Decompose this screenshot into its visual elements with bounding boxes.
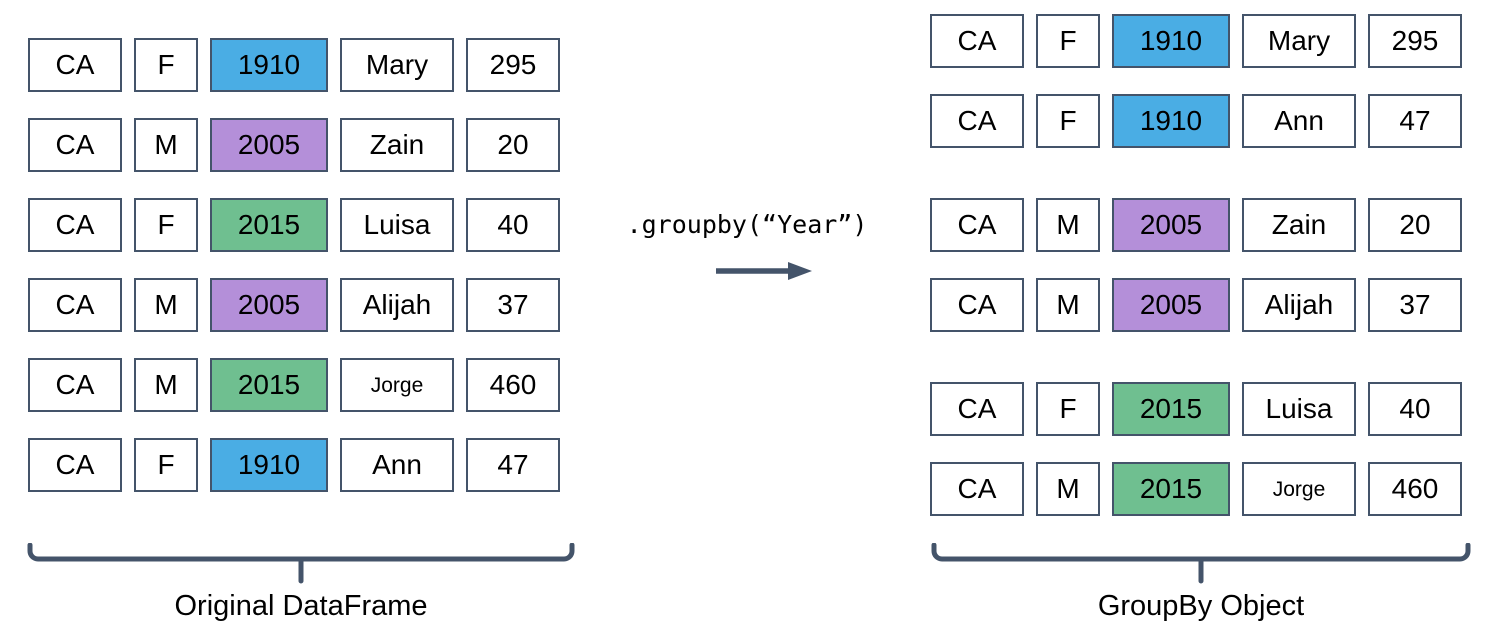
state-cell: CA: [28, 278, 122, 332]
year-cell: 2005: [1112, 278, 1230, 332]
year-cell: 1910: [210, 38, 328, 92]
count-cell: 20: [1368, 198, 1462, 252]
right-arrow-icon: [716, 262, 812, 280]
name-cell: Mary: [340, 38, 454, 92]
name-cell: Luisa: [340, 198, 454, 252]
sex-cell: M: [134, 118, 198, 172]
count-cell: 295: [466, 38, 560, 92]
count-cell: 295: [1368, 14, 1462, 68]
sex-cell: F: [1036, 14, 1100, 68]
count-cell: 40: [1368, 382, 1462, 436]
count-cell: 37: [1368, 278, 1462, 332]
count-cell: 40: [466, 198, 560, 252]
state-cell: CA: [28, 358, 122, 412]
year-group-2015: CA F 2015 Luisa 40 CA M 2015 Jorge 460: [930, 382, 1462, 516]
name-cell: Jorge: [340, 358, 454, 412]
name-cell: Zain: [1242, 198, 1356, 252]
name-cell: Jorge: [1242, 462, 1356, 516]
sex-cell: F: [134, 38, 198, 92]
state-cell: CA: [930, 198, 1024, 252]
table-row: CA M 2015 Jorge 460: [28, 358, 560, 412]
sex-cell: M: [1036, 198, 1100, 252]
table-row: CA F 2015 Luisa 40: [930, 382, 1462, 436]
count-cell: 47: [1368, 94, 1462, 148]
count-cell: 460: [466, 358, 560, 412]
table-row: CA M 2005 Zain 20: [930, 198, 1462, 252]
year-group-1910: CA F 1910 Mary 295 CA F 1910 Ann 47: [930, 14, 1462, 148]
left-table-caption: Original DataFrame: [174, 590, 428, 622]
table-row: CA M 2015 Jorge 460: [930, 462, 1462, 516]
sex-cell: M: [1036, 278, 1100, 332]
count-cell: 20: [466, 118, 560, 172]
year-cell: 1910: [1112, 94, 1230, 148]
sex-cell: M: [1036, 462, 1100, 516]
year-cell: 2005: [210, 118, 328, 172]
state-cell: CA: [930, 462, 1024, 516]
sex-cell: F: [1036, 382, 1100, 436]
state-cell: CA: [930, 278, 1024, 332]
year-cell: 1910: [210, 438, 328, 492]
year-cell: 2015: [1112, 462, 1230, 516]
count-cell: 37: [466, 278, 560, 332]
sex-cell: F: [1036, 94, 1100, 148]
state-cell: CA: [28, 438, 122, 492]
year-cell: 2015: [1112, 382, 1230, 436]
name-cell: Alijah: [1242, 278, 1356, 332]
count-cell: 47: [466, 438, 560, 492]
state-cell: CA: [930, 14, 1024, 68]
groupby-code-label: .groupby(“Year”): [626, 210, 868, 239]
sex-cell: F: [134, 198, 198, 252]
state-cell: CA: [28, 118, 122, 172]
name-cell: Zain: [340, 118, 454, 172]
left-underbrace: [27, 543, 575, 584]
table-row: CA M 2005 Alijah 37: [28, 278, 560, 332]
right-table-caption: GroupBy Object: [1097, 590, 1305, 622]
name-cell: Ann: [1242, 94, 1356, 148]
year-cell: 1910: [1112, 14, 1230, 68]
year-group-2005: CA M 2005 Zain 20 CA M 2005 Alijah 37: [930, 198, 1462, 332]
table-row: CA F 1910 Ann 47: [930, 94, 1462, 148]
year-cell: 2015: [210, 358, 328, 412]
sex-cell: M: [134, 358, 198, 412]
groupby-object-table: CA F 1910 Mary 295 CA F 1910 Ann 47 CA M…: [930, 14, 1462, 516]
table-row: CA F 1910 Mary 295: [28, 38, 560, 92]
table-row: CA M 2005 Alijah 37: [930, 278, 1462, 332]
state-cell: CA: [28, 198, 122, 252]
sex-cell: M: [134, 278, 198, 332]
state-cell: CA: [28, 38, 122, 92]
original-dataframe-table: CA F 1910 Mary 295 CA M 2005 Zain 20 CA …: [28, 38, 560, 518]
year-cell: 2005: [210, 278, 328, 332]
table-row: CA F 1910 Ann 47: [28, 438, 560, 492]
state-cell: CA: [930, 382, 1024, 436]
name-cell: Mary: [1242, 14, 1356, 68]
sex-cell: F: [134, 438, 198, 492]
name-cell: Ann: [340, 438, 454, 492]
state-cell: CA: [930, 94, 1024, 148]
count-cell: 460: [1368, 462, 1462, 516]
name-cell: Luisa: [1242, 382, 1356, 436]
right-underbrace: [931, 543, 1471, 584]
table-row: CA F 1910 Mary 295: [930, 14, 1462, 68]
year-cell: 2005: [1112, 198, 1230, 252]
table-row: CA F 2015 Luisa 40: [28, 198, 560, 252]
name-cell: Alijah: [340, 278, 454, 332]
table-row: CA M 2005 Zain 20: [28, 118, 560, 172]
year-cell: 2015: [210, 198, 328, 252]
